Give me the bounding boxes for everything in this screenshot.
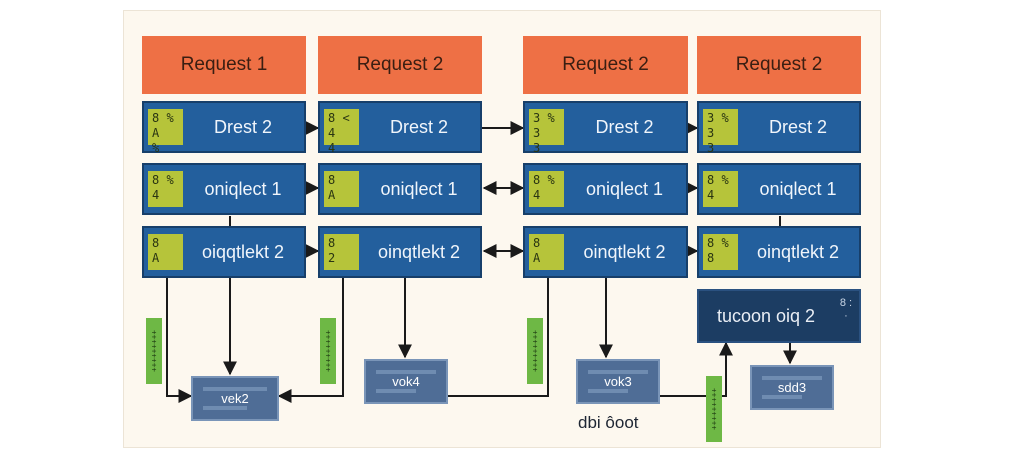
header-label: Request 1 — [180, 54, 268, 75]
block-label: oniqlect 1 — [585, 178, 664, 199]
block-label: Drest 2 — [768, 116, 828, 137]
block-label: Drest 2 — [595, 116, 654, 137]
block-r2-c1: 8 %4 oniqlect 1 — [142, 163, 306, 215]
block-r1-c1: 8 %A% Drest 2 — [142, 101, 306, 155]
header-request-1: Request 1 — [142, 36, 306, 94]
header-request-2c: Request 2 — [697, 36, 861, 94]
store-label: vok4 — [392, 374, 420, 389]
arrow-c1-left-to-store1 — [166, 278, 193, 403]
store-box-4: sdd3 — [750, 365, 834, 410]
tag-label: +++++++++ — [530, 329, 540, 373]
store-caption: dbi ôoot — [578, 413, 639, 432]
store-label: vek2 — [221, 391, 249, 406]
link-store2-c3 — [448, 278, 549, 397]
header-request-2a: Request 2 — [318, 36, 482, 94]
block-label: Drest 2 — [213, 116, 273, 137]
store-label: vok3 — [604, 374, 632, 389]
block-label: oiqqtlekt 2 — [201, 241, 285, 262]
tag-label: +++++++++ — [323, 329, 333, 373]
tag-label: +++++++++ — [709, 387, 719, 431]
header-label: Request 2 — [735, 54, 823, 75]
block-label: oinqtlekt 2 — [377, 241, 461, 262]
block-r3-c4: 8 %8 oinqtlekt 2 — [697, 226, 861, 278]
block-label: Drest 2 — [389, 116, 449, 137]
block-label: oniqlect 1 — [204, 178, 282, 199]
block-r2-c4: 8 %4 oniqlect 1 — [697, 163, 861, 215]
header-request-2b: Request 2 — [523, 36, 688, 94]
terminal-label: tucoon oiq 2 — [716, 305, 816, 326]
header-label: Request 2 — [356, 54, 444, 75]
store-label: sdd3 — [777, 380, 807, 395]
header-label: Request 2 — [562, 54, 649, 75]
block-badge: 8 %A% — [148, 109, 183, 155]
arrow-c2-to-store1 — [277, 278, 344, 403]
block-label: oniqlect 1 — [759, 178, 837, 199]
side-tag-4: +++++++++ — [706, 376, 722, 442]
side-tag-2: +++++++++ — [320, 318, 336, 384]
block-badge: 8 %4 — [529, 171, 564, 207]
store-box-1: vek2 — [191, 376, 279, 421]
store-box-2: vok4 — [364, 359, 448, 404]
tag-label: +++++++++ — [149, 329, 159, 373]
block-r2-c3: 8 %4 oniqlect 1 — [523, 163, 688, 215]
block-label: oinqtlekt 2 — [756, 241, 840, 262]
block-label: oinqtlekt 2 — [583, 241, 666, 262]
block-badge: 8 %4 — [148, 171, 183, 207]
arrow-store3-to-terminal — [660, 341, 733, 397]
terminal-block: tucoon oiq 2 8 : · — [697, 289, 861, 343]
block-badge: 8 %4 — [703, 171, 738, 207]
block-badge: 8 %8 — [703, 234, 738, 270]
side-tag-1: +++++++++ — [146, 318, 162, 384]
terminal-side-marker: 8 : · — [839, 297, 853, 322]
block-label: oniqlect 1 — [380, 178, 458, 199]
side-tag-3: +++++++++ — [527, 318, 543, 384]
store-box-3: vok3 — [576, 359, 660, 404]
